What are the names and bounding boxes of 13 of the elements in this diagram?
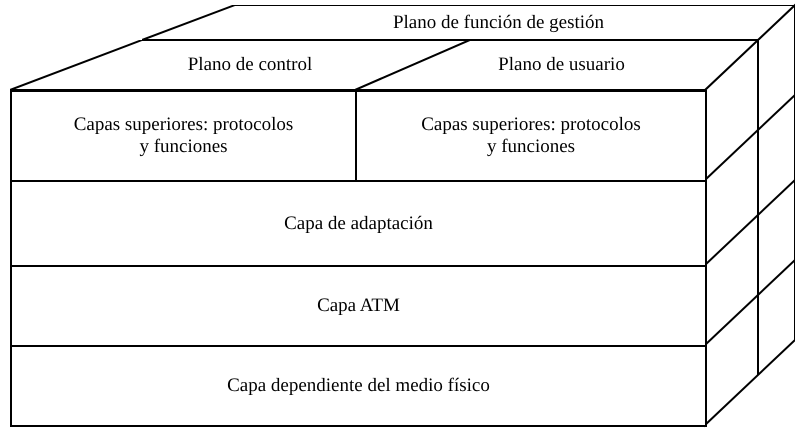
- plane-label: Plano de control: [188, 54, 312, 76]
- layer-label: Capa de adaptación: [284, 212, 433, 234]
- layer-box: [10, 180, 707, 267]
- layer-label: Capa ATM: [317, 295, 400, 317]
- layer-box: [10, 90, 357, 182]
- plane-label: Plano de función de gestión: [392, 12, 604, 34]
- layer-label: Capas superiores: protocolos y funciones: [72, 114, 294, 158]
- layer-box: [10, 265, 707, 347]
- layer-box: [10, 345, 707, 427]
- plane-label: Plano de usuario: [498, 54, 625, 76]
- layer-label: Capas superiores: protocolos y funciones: [420, 114, 642, 158]
- layer-label: Capa dependiente del medio físico: [227, 375, 490, 397]
- layer-box: [355, 90, 707, 182]
